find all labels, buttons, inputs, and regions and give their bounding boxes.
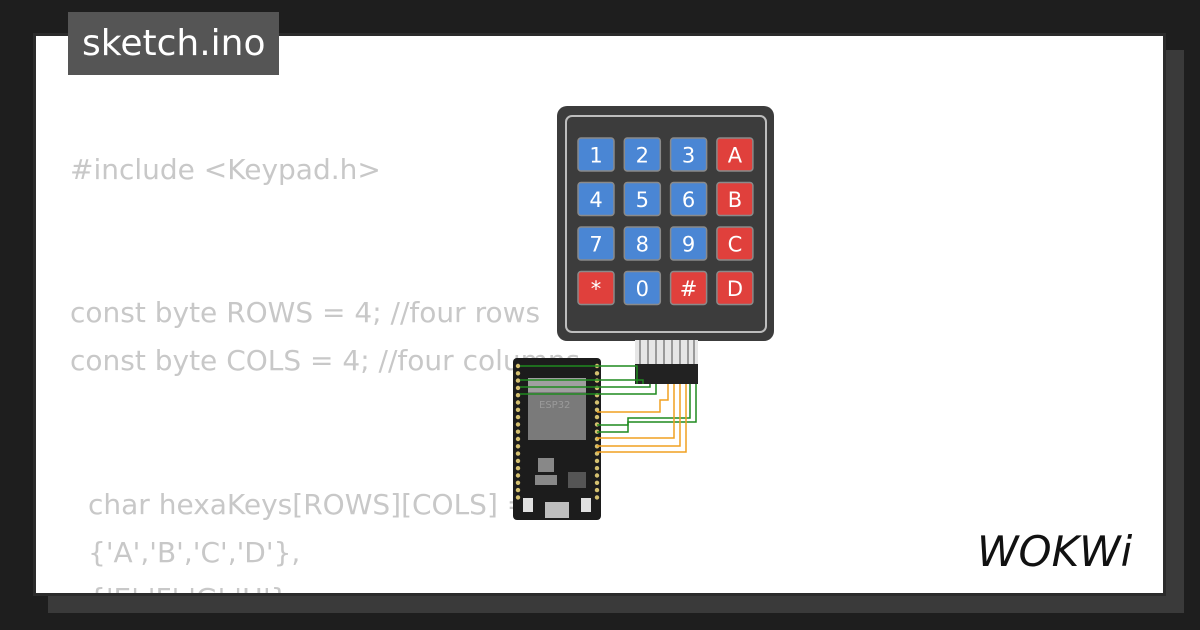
esp32-pin [515,385,521,391]
code-line: const byte ROWS = 4; //four rows [70,296,541,329]
keypad-header [635,340,698,384]
keypad-key-0[interactable] [623,270,662,306]
keypad-key-9[interactable] [669,226,708,261]
esp32-pin [594,458,600,464]
keypad-inner-border [565,115,767,333]
wokwi-logo: WOKWi [977,527,1133,576]
wires [520,365,697,453]
code-line: {'E','F','G','H'}, [88,582,297,593]
esp32-pin [515,451,521,456]
keypad-key-3[interactable] [669,137,708,172]
esp32-pin [515,414,521,420]
esp32-pin [515,495,521,500]
esp32-pin [594,495,600,500]
keypad-key-label: B [728,188,742,212]
esp32-pin [594,414,600,420]
keypad-key-7[interactable] [577,226,615,261]
keypad-key-label: 7 [589,233,602,257]
esp32-label: ESP32 [539,400,570,411]
esp32-pin [594,480,600,485]
keypad-key-*[interactable] [577,270,615,306]
keypad-key-D[interactable] [716,270,754,306]
keypad-key-label: 5 [636,188,649,212]
keypad-key-label: # [680,277,698,301]
esp32-pin [515,458,521,464]
esp32-pin [515,371,521,376]
keypad-key-6[interactable] [669,181,708,217]
esp32-pin [515,466,521,471]
esp32-pin [515,429,521,434]
esp32-pin [515,378,521,383]
esp32-pin [594,400,600,405]
esp32-pin [515,363,521,369]
esp32-pin [594,487,600,493]
filename-tab[interactable]: sketch.ino [68,12,280,75]
keypad-key-label: 6 [682,188,695,212]
esp32-pin [594,407,600,412]
keypad-key-8[interactable] [623,226,662,261]
esp32-pins [515,363,600,500]
esp32-pin [515,480,521,485]
esp32-pin [515,422,521,427]
keypad-keys: 1 2 3 A 4 5 6 B 7 8 9 C * 0 # D [577,137,754,306]
esp32-pin [594,371,600,376]
keypad-key-A[interactable] [716,137,754,172]
keypad-key-label: 2 [636,144,649,168]
keypad-key-#[interactable] [669,270,708,306]
keypad-key-C[interactable] [716,226,754,261]
keypad-key-label: C [728,233,743,257]
keypad-key-B[interactable] [716,181,754,217]
keypad-key-label: D [727,277,743,301]
esp32-pin [515,393,521,398]
keypad-key-2[interactable] [623,137,662,172]
keypad-key-label: 8 [636,233,649,257]
code-line: {'A','B','C','D'}, [88,536,301,569]
esp32-pin [515,400,521,405]
keypad-key-label: A [728,144,743,168]
keypad-key-label: 9 [682,233,695,257]
keypad-key-label: * [591,277,602,301]
code-line: #include <Keypad.h> [70,153,381,186]
keypad-key-4[interactable] [577,181,615,217]
esp32-pin [515,436,521,442]
keypad-key-label: 4 [589,188,602,212]
esp32-pin [515,444,521,449]
wokwi-logo-text: WOKWi [977,527,1133,576]
keypad-key-1[interactable] [577,137,615,172]
esp32-pin [594,473,600,478]
keypad-key-label: 0 [636,277,649,301]
keypad-key-label: 3 [682,144,695,168]
keypad-key-5[interactable] [623,181,662,217]
esp32-pin [515,407,521,412]
esp32-pin [515,487,521,493]
esp32-board[interactable]: ESP32 [513,358,601,520]
esp32-pin [594,466,600,471]
keypad-key-label: 1 [589,144,602,168]
esp32-pin [515,473,521,478]
